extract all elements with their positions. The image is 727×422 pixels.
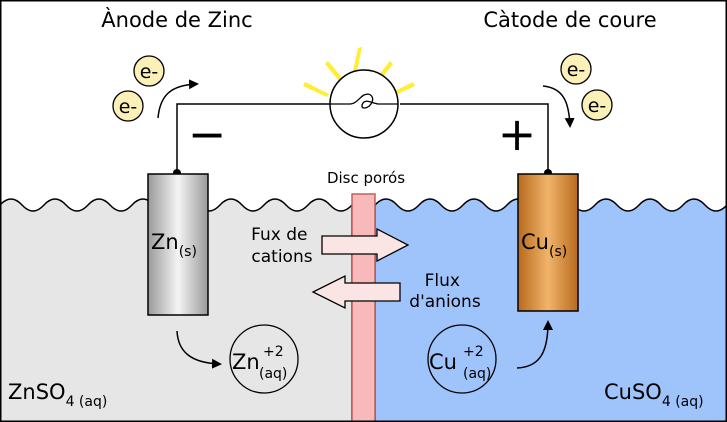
anode-title: Ànode de Zinc xyxy=(101,7,252,32)
copper-ion: Cu+2(aq) xyxy=(427,324,497,394)
electron-flow-arrow-left xyxy=(157,79,199,119)
porous-disc-label: Disc porós xyxy=(327,169,405,187)
cation-flux-arrow xyxy=(321,227,410,263)
left-solution-label: ZnSO4 (aq) xyxy=(8,380,107,410)
zinc-ion: Zn+2(aq) xyxy=(229,324,299,394)
porous-disc xyxy=(351,193,376,422)
cation-flux-label: Fux de cations xyxy=(251,225,313,267)
svg-text:e-: e- xyxy=(140,61,159,83)
anion-flux-arrow xyxy=(311,274,401,310)
electron-anode-2: e- xyxy=(112,90,144,122)
zinc-ion-arrow xyxy=(176,330,222,369)
svg-text:Zn+2(aq): Zn+2(aq) xyxy=(232,344,287,382)
svg-text:e-: e- xyxy=(119,96,138,118)
electron-anode-1: e- xyxy=(133,55,165,87)
electron-cathode-2: e- xyxy=(581,89,613,121)
light-bulb-icon xyxy=(303,47,415,139)
svg-text:e-: e- xyxy=(567,59,586,81)
cathode-title: Càtode de coure xyxy=(483,8,656,32)
copper-ion-arrow xyxy=(516,320,553,369)
external-wire xyxy=(176,103,549,173)
svg-text:Cu+2(aq): Cu+2(aq) xyxy=(429,344,491,382)
copper-electrode xyxy=(517,173,579,312)
anion-flux-label: Flux d'anions xyxy=(409,271,481,312)
positive-sign: + xyxy=(498,107,537,161)
right-solution-label: CuSO4 (aq) xyxy=(604,380,704,410)
negative-sign: − xyxy=(188,107,227,161)
electron-flow-arrow-right xyxy=(542,85,575,128)
copper-electrode-label: Cu(s) xyxy=(521,230,567,260)
electron-cathode-1: e- xyxy=(560,53,592,85)
zinc-electrode-label: Zn(s) xyxy=(151,230,197,260)
zinc-electrode xyxy=(147,173,209,316)
svg-text:e-: e- xyxy=(588,95,607,117)
